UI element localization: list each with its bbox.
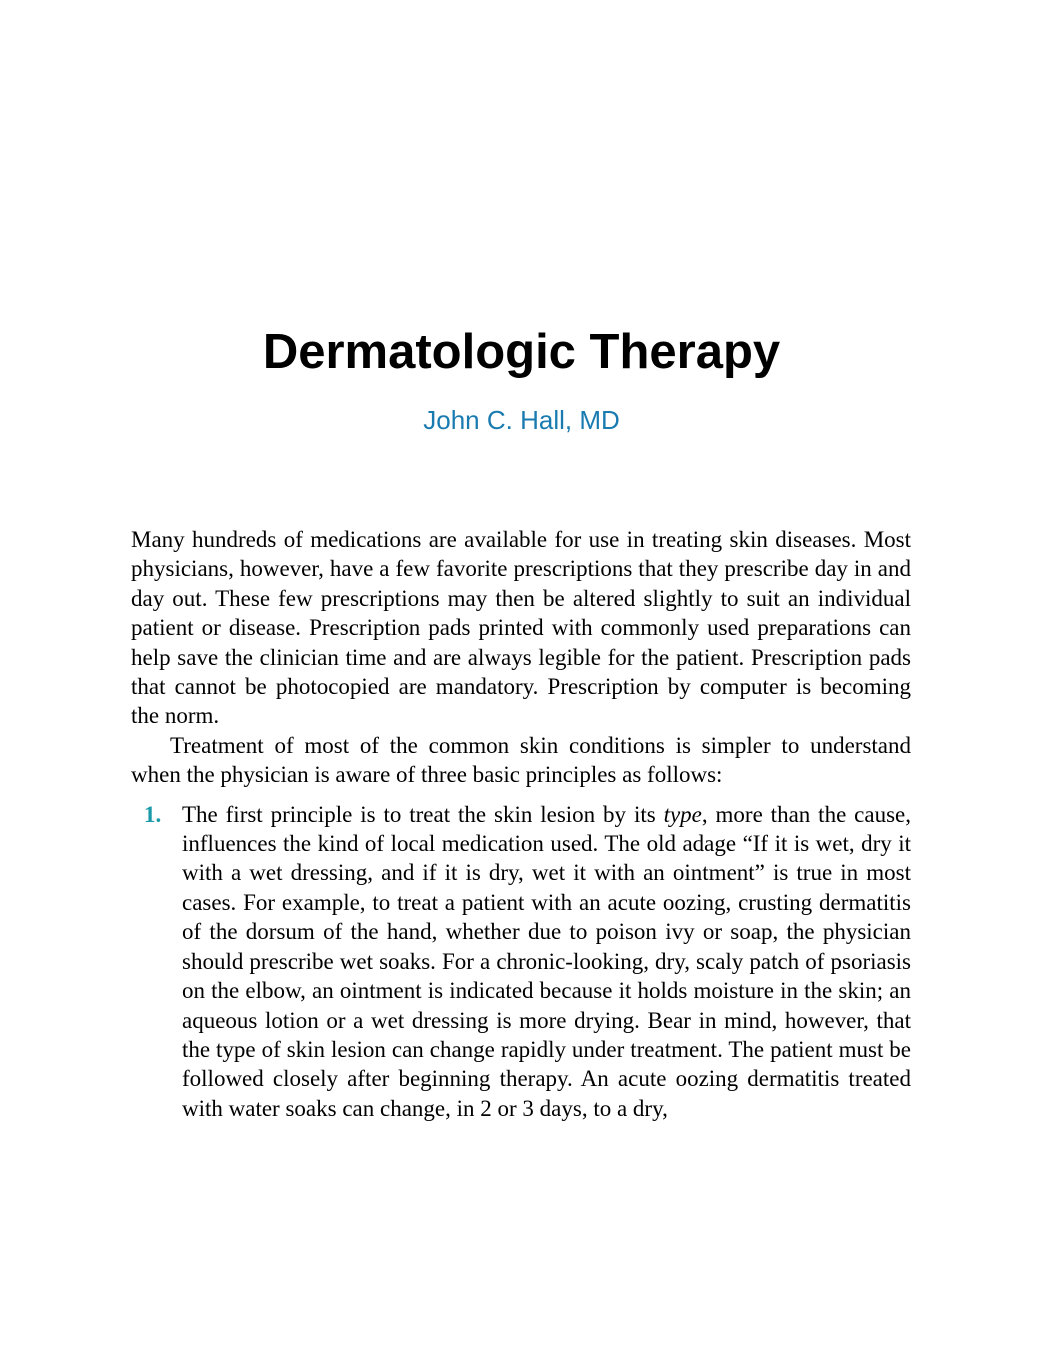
principle-text-continued: , more than the cause, influences the ki…: [182, 801, 911, 1121]
principle-number: 1.: [144, 801, 162, 827]
principle-item: 1. The first principle is to treat the sk…: [131, 800, 911, 1123]
body-text: Many hundreds of medications are availab…: [131, 525, 911, 1123]
intro-paragraph: Many hundreds of medications are availab…: [131, 527, 911, 729]
principle-emphasis: type: [663, 801, 702, 827]
chapter-author: John C. Hall, MD: [423, 405, 620, 435]
principle-text: The first principle is to treat the skin…: [182, 801, 664, 827]
principles-list: 1. The first principle is to treat the sk…: [131, 800, 911, 1123]
principles-intro-paragraph: Treatment of most of the common skin con…: [131, 732, 911, 788]
chapter-title: Dermatologic Therapy: [262, 325, 781, 379]
